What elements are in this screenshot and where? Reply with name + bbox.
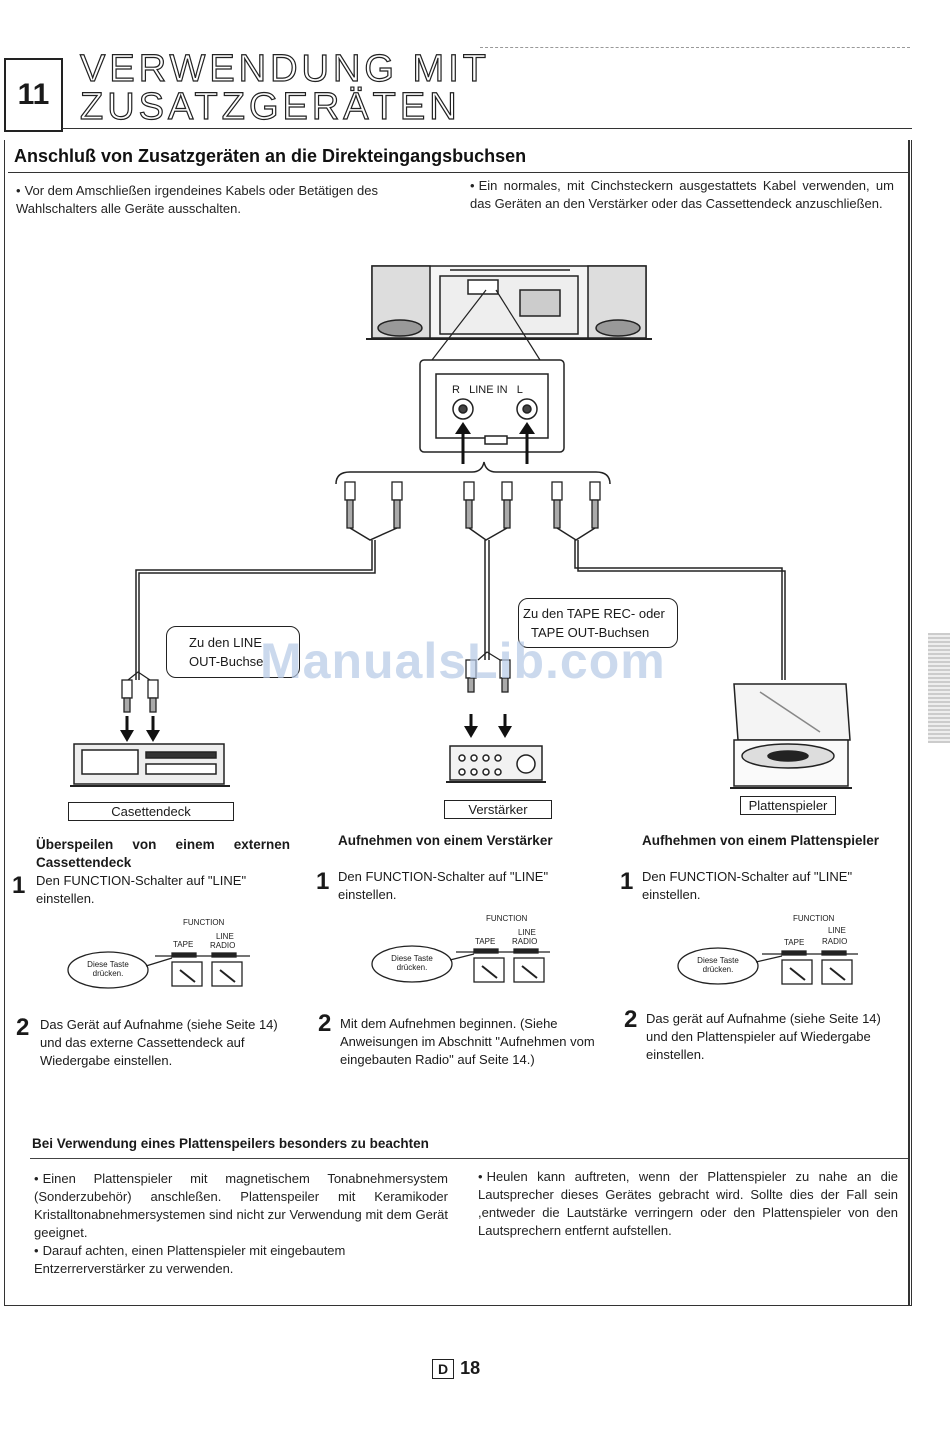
page-number: 18 — [460, 1358, 481, 1378]
bubble-tape-rec-line1: Zu den TAPE REC- oder — [523, 606, 665, 621]
sw3-press-hint: Diese Taste drücken. — [690, 956, 746, 974]
notes-bullet-2: Darauf achten, einen Plattenspieler mit … — [34, 1242, 448, 1278]
watermark: ManualsLib.com — [260, 633, 666, 689]
chapter-title: VERWENDUNG MIT ZUSATZGERÄTEN — [79, 48, 500, 128]
sw2-press-hint: Diese Taste drücken. — [384, 954, 440, 972]
notes-title: Bei Verwendung eines Plattenspeilers bes… — [32, 1136, 429, 1151]
section-title: Anschluß von Zusatzgeräten an die Direkt… — [14, 146, 527, 166]
col3-step2-number: 2 — [624, 1006, 638, 1033]
title-rule — [62, 128, 912, 129]
sw2-line-label: LINE — [518, 928, 536, 937]
col2-step2-text: Mit dem Aufnehmen beginnen. (Siehe Anwei… — [340, 1016, 595, 1067]
col1-step2-text: Das Gerät auf Aufnahme (siehe Seite 14) … — [40, 1017, 278, 1068]
col1-step2-number: 2 — [16, 1014, 30, 1041]
function-switch-figures — [67, 945, 858, 989]
notes-bullet-1: Einen Plattenspieler mit magnetischem To… — [34, 1170, 448, 1242]
line-in-label: R LINE IN L — [452, 384, 523, 396]
sw3-line-label: LINE — [828, 926, 846, 935]
chapter-title-line1: VERWENDUNG MIT — [79, 48, 490, 90]
switch-figure-2 — [371, 945, 550, 983]
col3-heading: Aufhehmen von einem Plattenspieler — [642, 833, 880, 848]
page-footer: D 18 — [432, 1358, 480, 1379]
label-amplifier: Verstärker — [444, 800, 552, 819]
col1-heading: Überspeilen von einem externen Cassetten… — [36, 837, 290, 870]
bubble-tape-rec-line2: TAPE OUT-Buchsen — [531, 625, 650, 640]
intro-bullet-left: Vor dem Amschließen irgendeines Kabels o… — [16, 182, 438, 218]
main-unit-icon — [366, 265, 652, 340]
col2-step1-text: Den FUNCTION-Schalter auf "LINE" einstel… — [338, 869, 549, 902]
sw1-press-hint: Diese Taste drücken. — [80, 960, 136, 978]
header-dash-rule — [480, 47, 910, 48]
col3-step2-text: Das gerät auf Aufnahme (siehe Seite 14) … — [646, 1011, 881, 1062]
sw3-function-label: FUNCTION — [793, 914, 835, 923]
switch-figure-1 — [67, 951, 250, 989]
switch-figure-3 — [677, 947, 858, 985]
col1-step1-number: 1 — [12, 872, 26, 899]
label-cassette-deck: Casettendeck — [68, 802, 234, 821]
sw3-tape-label: TAPE — [784, 938, 805, 947]
chapter-number: 11 — [4, 58, 63, 132]
sw1-radio-label: RADIO — [210, 941, 236, 950]
amplifier-icon — [446, 745, 546, 783]
sw3-press-line2: drücken. — [702, 965, 734, 974]
sw2-press-line1: Diese Taste — [391, 954, 433, 963]
col2-step1-number: 1 — [316, 868, 330, 895]
section-rule — [8, 172, 908, 173]
sw1-function-label: FUNCTION — [183, 918, 225, 927]
chapter-title-line2: ZUSATZGERÄTEN — [79, 86, 461, 128]
sw1-line-label: LINE — [216, 932, 234, 941]
label-turntable: Plattenspieler — [740, 796, 836, 815]
bubble-line-out-line1: Zu den LINE — [189, 635, 262, 650]
col3-step1-text: Den FUNCTION-Schalter auf "LINE" einstel… — [642, 869, 853, 902]
frame-right-edge — [908, 140, 910, 1305]
sw2-radio-label: RADIO — [512, 937, 538, 946]
col1-step1-text: Den FUNCTION-Schalter auf "LINE" einstel… — [36, 873, 247, 906]
sw3-radio-label: RADIO — [822, 937, 848, 946]
sw1-press-line1: Diese Taste — [87, 960, 129, 969]
sw2-press-line2: drücken. — [396, 963, 428, 972]
cassette-deck-icon — [70, 743, 230, 787]
notes-rule — [30, 1158, 908, 1159]
turntable-icon — [730, 683, 852, 789]
col2-step2-number: 2 — [318, 1010, 332, 1037]
side-tab-marker — [928, 633, 950, 743]
intro-bullet-right: Ein normales, mit Cinchsteckern ausgesta… — [470, 177, 894, 213]
sw1-press-line2: drücken. — [92, 969, 124, 978]
bubble-line-out-line2: OUT-Buchse — [189, 654, 264, 669]
sw2-function-label: FUNCTION — [486, 914, 528, 923]
sw1-tape-label: TAPE — [173, 940, 194, 949]
sw3-press-line1: Diese Taste — [697, 956, 739, 965]
notes-bullet-3: Heulen kann auftreten, wenn der Plattens… — [478, 1168, 898, 1240]
language-code: D — [432, 1358, 455, 1379]
bubble-tape-rec: Zu den TAPE REC- oder TAPE OUT-Buchsen — [518, 598, 678, 648]
col3-step1-number: 1 — [620, 868, 634, 895]
content-frame — [4, 140, 912, 1306]
bubble-line-out: Zu den LINE OUT-Buchse — [166, 626, 300, 678]
sw2-tape-label: TAPE — [475, 937, 496, 946]
line-in-jack-panel — [419, 359, 565, 453]
col2-heading: Aufnehmen von einem Verstärker — [338, 833, 553, 848]
